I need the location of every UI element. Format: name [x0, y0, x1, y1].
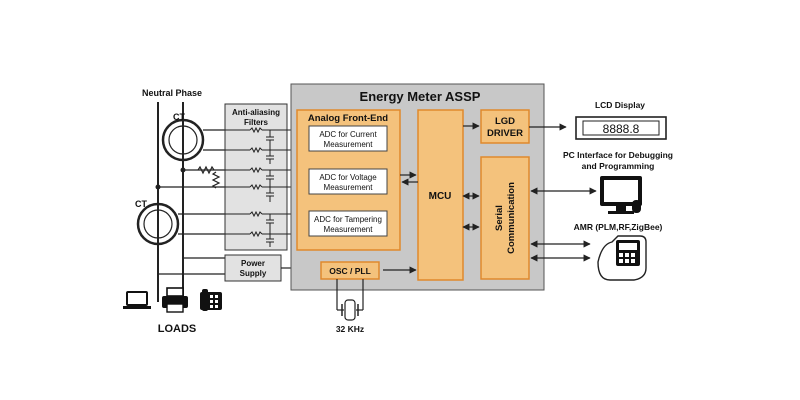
anti-aliasing-label: Filters: [244, 118, 269, 127]
laptop-icon: [123, 291, 151, 309]
ct-bottom-label: CT: [135, 199, 147, 209]
serial-label: Communication: [506, 182, 517, 254]
ct-top-label: CT: [173, 112, 185, 122]
pc-interface-label: PC Interface for Debugging: [563, 150, 673, 160]
adc-tampering-label: ADC for Tampering: [314, 215, 382, 224]
afe-title: Analog Front-End: [308, 113, 388, 124]
printer-icon: [162, 287, 188, 313]
adc-current-label: Measurement: [324, 140, 374, 149]
pc-interface-label: and Programming: [582, 161, 655, 171]
loads-label: LOADS: [158, 323, 197, 335]
adc-tampering-block: [308, 210, 388, 237]
adc-voltage-label: ADC for Voltage: [319, 173, 377, 182]
adc-tampering-label: Measurement: [324, 225, 374, 234]
internal-arrows: [383, 122, 480, 274]
power-supply-label: Power: [241, 259, 265, 268]
amr-label: AMR (PLM,RF,ZigBee): [574, 222, 663, 232]
lcd-display-icon: [575, 116, 667, 140]
lgd-driver-label: DRIVER: [487, 128, 523, 139]
hand-meter-icon: [597, 235, 647, 281]
phone-icon: [200, 289, 222, 311]
ct-wires: [158, 129, 225, 275]
crystal-frequency-label: 32 KHz: [336, 324, 364, 334]
ct-bottom: [136, 202, 180, 246]
adc-current-block: [308, 125, 388, 152]
adc-voltage-label: Measurement: [324, 183, 374, 192]
lcd-display-label: LCD Display: [595, 100, 645, 110]
crystal-wires: [336, 279, 364, 311]
mcu-label: MCU: [429, 191, 452, 202]
power-supply-label: Supply: [240, 269, 267, 278]
lgd-driver-label: LGD: [495, 116, 515, 127]
lcd-readout: 8888.8: [603, 122, 640, 136]
osc-pll-label: OSC / PLL: [329, 266, 371, 276]
osc-pll-block: [320, 261, 380, 280]
monitor-icon: [600, 176, 642, 214]
lgd-driver-block: [480, 109, 530, 144]
anti-aliasing-label: Anti-aliasing: [232, 108, 280, 117]
assp-title: Energy Meter ASSP: [360, 89, 481, 104]
ct-top: [161, 118, 205, 162]
filter-components: [225, 126, 297, 247]
serial-label: Serial: [494, 205, 505, 231]
crystal-icon: [341, 299, 359, 321]
power-supply-block: [224, 254, 282, 282]
neutral-phase-label: Neutral Phase: [142, 88, 202, 98]
adc-voltage-block: [308, 168, 388, 195]
serial-communication-block: [480, 156, 530, 280]
adc-current-label: ADC for Current: [319, 130, 377, 139]
